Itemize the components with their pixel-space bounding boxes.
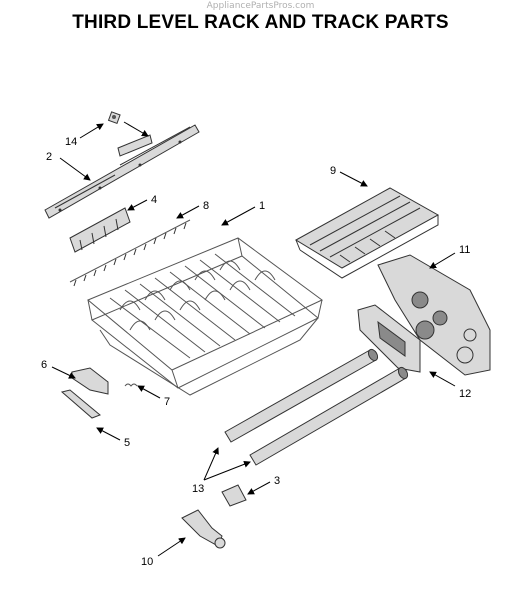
part-1-rack: [87, 237, 323, 396]
page-title: THIRD LEVEL RACK AND TRACK PARTS: [72, 12, 449, 33]
callout-9: 9: [330, 165, 336, 177]
part-9-tray: [295, 187, 440, 279]
part-12-track-cover: [357, 304, 421, 373]
callout-14: 14: [65, 136, 77, 148]
arrow-1: [221, 206, 256, 226]
arrow-3: [247, 481, 271, 495]
part-4-bracket: [69, 207, 131, 253]
arrow-14: [79, 123, 104, 139]
watermark: AppliancePartsPros.com: [206, 1, 315, 11]
callout-13: 13: [192, 483, 204, 495]
arrow-7: [137, 385, 161, 399]
callout-11: 11: [459, 244, 470, 256]
callout-12: 12: [459, 388, 471, 400]
part-3-clip: [221, 484, 247, 507]
callout-1: 1: [259, 200, 265, 212]
part-8-tine-strip: [69, 219, 191, 287]
arrow-9: [339, 171, 368, 187]
arrow-13a: [203, 447, 219, 481]
arrow-5: [96, 427, 121, 441]
callout-4: 4: [151, 194, 157, 206]
part-14-clip: [107, 111, 121, 125]
callout-3: 3: [274, 475, 280, 487]
callout-10: 10: [141, 556, 153, 568]
arrow-2: [59, 157, 91, 181]
callout-8: 8: [203, 200, 209, 212]
part-13-tubes: [224, 348, 409, 466]
arrow-13b: [203, 460, 251, 481]
part-2-rail: [44, 124, 200, 219]
callout-5: 5: [124, 437, 130, 449]
callout-7: 7: [164, 396, 170, 408]
arrow-10: [157, 537, 186, 557]
callout-6: 6: [41, 359, 47, 371]
arrow-14b: [123, 121, 149, 137]
arrow-8: [176, 205, 200, 219]
part-5-cover: [60, 389, 101, 419]
callout-2: 2: [46, 151, 52, 163]
arrow-11: [429, 252, 456, 269]
part-6-end-cap: [71, 367, 109, 395]
leader-arrows: [51, 121, 456, 557]
arrow-12: [429, 371, 456, 387]
part-11-gear-housing: [377, 254, 491, 376]
part-7-spring: [124, 383, 138, 387]
arrow-6: [51, 366, 76, 379]
part-10-hinge: [181, 509, 226, 549]
arrow-4: [127, 199, 148, 211]
